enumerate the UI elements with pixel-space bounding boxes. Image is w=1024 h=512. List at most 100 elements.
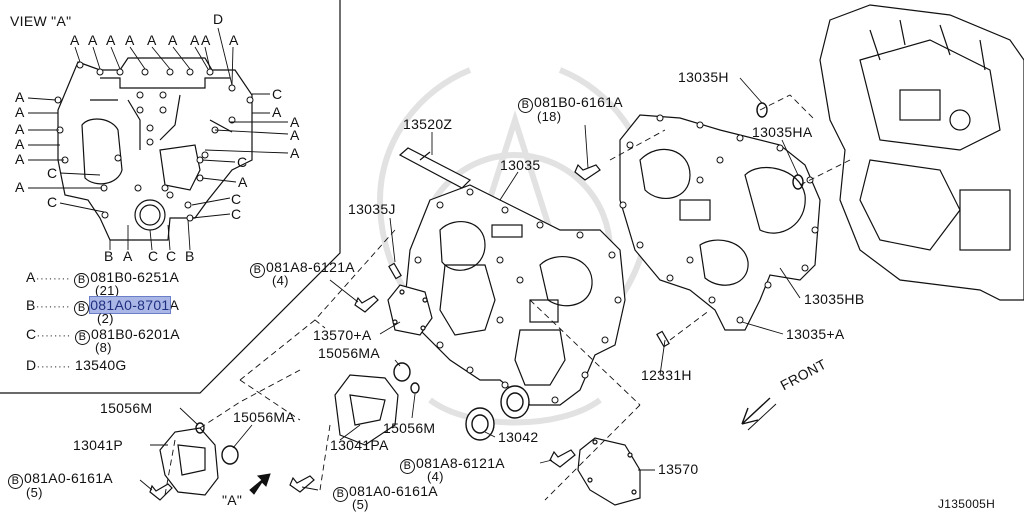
- inset-label-bottom: B: [104, 248, 114, 264]
- inset-label-left: A: [15, 136, 25, 152]
- dashed-lines: [164, 94, 851, 501]
- inset-frame: [0, 0, 341, 394]
- gasket-13570A: [387, 284, 433, 336]
- inset-label-top: A: [168, 32, 178, 48]
- bolt-symbol-icon: B: [75, 330, 90, 345]
- callout-12331H[interactable]: 12331H: [641, 367, 692, 383]
- bolt-part-number: 081A8-6121A: [266, 259, 355, 275]
- gasket-13570: [577, 437, 641, 506]
- legend-dots: ········: [36, 359, 71, 373]
- inset-label-bottom: C: [166, 248, 177, 264]
- inset-label-top: A: [201, 32, 211, 48]
- callout-13041PA[interactable]: 13041PA: [330, 437, 389, 453]
- legend-key: A: [26, 269, 36, 285]
- inset-label-top: A: [190, 32, 200, 48]
- callout-15056MA[interactable]: 15056MA: [233, 409, 296, 425]
- inset-label-d: D: [213, 11, 224, 27]
- callout-15056M[interactable]: 15056M: [383, 420, 436, 436]
- inset-label-right: A: [290, 127, 300, 143]
- bolt-qty: (5): [352, 497, 369, 512]
- bolt-qty: (5): [26, 485, 43, 500]
- inset-label-left: A: [15, 121, 25, 137]
- bolts: [149, 163, 601, 501]
- callout-13035HA[interactable]: 13035HA: [752, 124, 813, 140]
- bolt-qty: (4): [427, 469, 444, 484]
- dipstick-13520Z: [398, 147, 472, 189]
- callout-13042[interactable]: 13042: [498, 429, 539, 445]
- inset-leader-lines: [27, 27, 289, 251]
- legend-part-number-highlighted[interactable]: 081A0-8701: [89, 296, 171, 314]
- bolt-part-number: 081A8-6121A: [416, 455, 505, 471]
- bolt-part-number: 081B0-6161A: [534, 94, 623, 110]
- callout-13520Z[interactable]: 13520Z: [403, 116, 453, 132]
- leader-lines: [139, 77, 801, 491]
- callout-13570A[interactable]: 13570+A: [313, 327, 372, 343]
- inset-label-bottom: B: [185, 248, 195, 264]
- figure-code: J135005H: [938, 497, 996, 511]
- inset-label-right: A: [238, 174, 248, 190]
- legend-key: B: [26, 297, 36, 313]
- view-a-marker: "A": [222, 492, 243, 508]
- oil-seal-13042: [465, 385, 530, 441]
- inset-label-right: C: [272, 86, 283, 102]
- legend-key: C: [26, 326, 37, 342]
- legend-part-number[interactable]: 081B0-6201A: [91, 326, 180, 342]
- callout-13570[interactable]: 13570: [658, 461, 699, 477]
- inset-label-top: A: [229, 32, 239, 48]
- bolt-symbol-icon: B: [250, 263, 265, 278]
- o-rings: [195, 102, 804, 465]
- bolt-symbol-icon: B: [8, 474, 23, 489]
- inset-label-right: C: [231, 206, 242, 222]
- inset-label-top: A: [106, 32, 116, 48]
- inset-label-left: C: [47, 165, 58, 181]
- bolt-symbol-icon: B: [74, 301, 90, 316]
- rear-cover: [619, 114, 821, 331]
- legend-part-number[interactable]: 081B0-6251A: [90, 269, 180, 285]
- view-a-arrow: [249, 473, 271, 495]
- bolt-qty: (18): [537, 109, 562, 124]
- inset-label-right: C: [231, 191, 242, 207]
- callout-13035HB[interactable]: 13035HB: [804, 291, 865, 307]
- inset-label-left: A: [15, 151, 25, 167]
- legend-key: D: [26, 357, 37, 373]
- legend-dots: ········: [35, 299, 71, 313]
- callout-13041P[interactable]: 13041P: [73, 437, 124, 453]
- inset-label-right: A: [272, 104, 282, 120]
- inset-label-bottom: C: [148, 248, 159, 264]
- legend-qty: (2): [97, 311, 114, 326]
- bolt-part-number: 081A0-6161A: [349, 483, 438, 499]
- inset-label-right: C: [237, 154, 248, 170]
- bolt-symbol-icon: B: [74, 273, 90, 288]
- legend-part-number[interactable]: 13540G: [75, 357, 127, 373]
- rear-cover-bolt-holes: [619, 114, 819, 324]
- legend-dots: ········: [35, 271, 71, 285]
- inset-label-right: A: [290, 114, 300, 130]
- inset-label-left: A: [15, 89, 25, 105]
- bolt-symbol-icon: B: [333, 487, 348, 502]
- bolt-symbol-icon: B: [518, 98, 533, 113]
- callout-15056M[interactable]: 15056M: [100, 400, 153, 416]
- inset-label-left: C: [47, 194, 58, 210]
- inset-label-right: A: [290, 145, 300, 161]
- front-arrow-icon: [741, 397, 777, 431]
- legend-dots: ········: [36, 328, 71, 342]
- view-title: VIEW "A": [10, 13, 72, 29]
- bolt-part-number: 081A0-6161A: [24, 470, 113, 486]
- callout-13035A[interactable]: 13035+A: [786, 326, 845, 342]
- dowel-pins: [388, 262, 670, 348]
- inset-cover-outline: [57, 57, 253, 241]
- timing-cover-bolt-holes: [411, 188, 622, 404]
- callout-15056MA[interactable]: 15056MA: [318, 345, 381, 361]
- inset-label-top: A: [88, 32, 98, 48]
- inset-label-bottom: A: [123, 248, 133, 264]
- callout-13035H[interactable]: 13035H: [678, 69, 729, 85]
- callout-13035J[interactable]: 13035J: [348, 201, 396, 217]
- callout-13035[interactable]: 13035: [500, 157, 541, 173]
